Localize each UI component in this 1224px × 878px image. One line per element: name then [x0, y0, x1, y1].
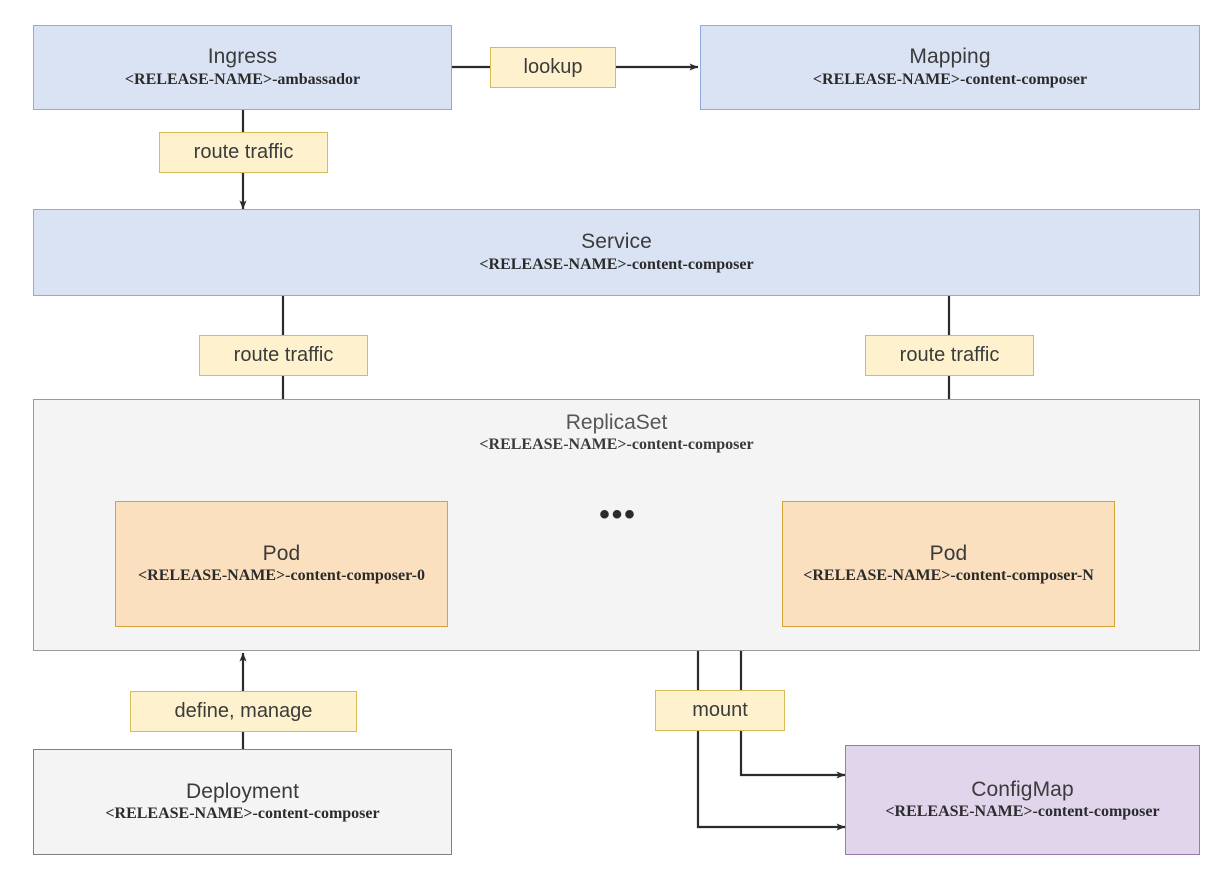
node-pod-last-subtitle: <RELEASE-NAME>-content-composer-N — [803, 567, 1094, 585]
node-deployment-title: Deployment — [185, 779, 300, 803]
pods-ellipsis: ••• — [599, 498, 637, 531]
edge-label-define-manage[interactable]: define, manage — [130, 691, 357, 732]
node-pod-first-title: Pod — [262, 541, 301, 565]
edge-label-route-traffic-ingress[interactable]: route traffic — [159, 132, 328, 173]
node-mapping[interactable]: Mapping <RELEASE-NAME>-content-composer — [700, 25, 1200, 110]
edge-label-lookup-text: lookup — [523, 56, 583, 78]
edge-label-mount[interactable]: mount — [655, 690, 785, 731]
edge-label-lookup[interactable]: lookup — [490, 47, 616, 88]
node-configmap-subtitle: <RELEASE-NAME>-content-composer — [885, 803, 1160, 821]
edge-label-route-traffic-ingress-text: route traffic — [193, 141, 294, 163]
edge-label-route-traffic-left-text: route traffic — [233, 344, 334, 366]
node-service-subtitle: <RELEASE-NAME>-content-composer — [479, 255, 754, 273]
edge-label-define-manage-text: define, manage — [174, 700, 313, 722]
node-service[interactable]: Service <RELEASE-NAME>-content-composer — [33, 209, 1200, 296]
node-deployment[interactable]: Deployment <RELEASE-NAME>-content-compos… — [33, 749, 452, 855]
node-ingress[interactable]: Ingress <RELEASE-NAME>-ambassador — [33, 25, 452, 110]
group-replicaset-title: ReplicaSet — [565, 411, 668, 434]
node-ingress-title: Ingress — [207, 45, 278, 69]
node-configmap[interactable]: ConfigMap <RELEASE-NAME>-content-compose… — [845, 745, 1200, 855]
edge-label-mount-text: mount — [692, 699, 748, 721]
group-replicaset-label: ReplicaSet <RELEASE-NAME>-content-compos… — [34, 411, 1199, 454]
node-pod-first-subtitle: <RELEASE-NAME>-content-composer-0 — [138, 567, 425, 585]
edge-label-route-traffic-left[interactable]: route traffic — [199, 335, 368, 376]
edge-label-route-traffic-right-text: route traffic — [899, 344, 1000, 366]
node-configmap-title: ConfigMap — [971, 777, 1074, 801]
node-mapping-title: Mapping — [909, 45, 991, 69]
node-pod-first[interactable]: Pod <RELEASE-NAME>-content-composer-0 — [115, 501, 448, 627]
node-mapping-subtitle: <RELEASE-NAME>-content-composer — [812, 70, 1088, 88]
node-deployment-subtitle: <RELEASE-NAME>-content-composer — [105, 805, 380, 823]
group-replicaset-subtitle: <RELEASE-NAME>-content-composer — [479, 436, 754, 454]
node-ingress-subtitle: <RELEASE-NAME>-ambassador — [124, 70, 361, 88]
node-service-title: Service — [581, 230, 652, 254]
node-pod-last[interactable]: Pod <RELEASE-NAME>-content-composer-N — [782, 501, 1115, 627]
edge-label-route-traffic-right[interactable]: route traffic — [865, 335, 1034, 376]
node-pod-last-title: Pod — [929, 541, 968, 565]
